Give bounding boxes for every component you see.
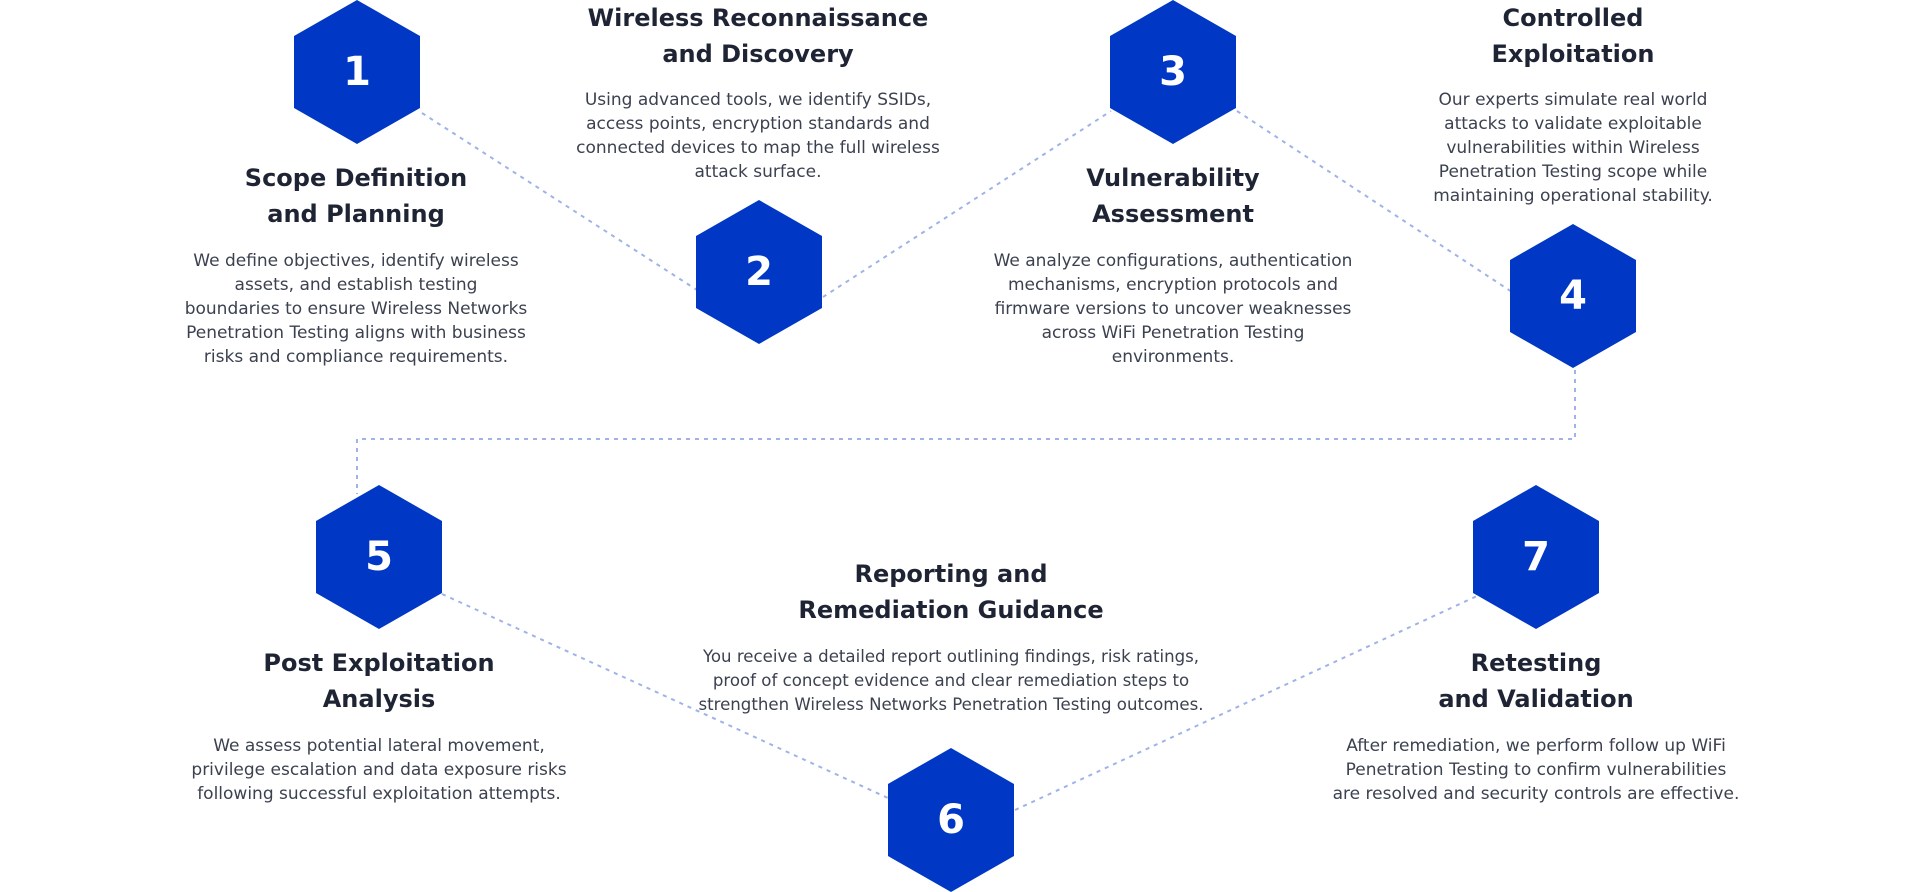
step-1-description-line: risks and compliance requirements.: [203, 347, 509, 367]
step-4-description-line: vulnerabilities within Wireless: [1446, 138, 1700, 158]
step-4-title: Controlled Exploitation: [1363, 0, 1783, 72]
step-1-title-line-2: and Planning: [267, 200, 445, 228]
step-4-title-line-2: Exploitation: [1491, 40, 1655, 68]
step-4-description: Our experts simulate real world attacks …: [1363, 88, 1783, 208]
connector-2-3: [822, 110, 1112, 298]
step-2-description-line: connected devices to map the full wirele…: [576, 138, 940, 158]
hexagon-shape: [316, 485, 442, 629]
step-3-description: We analyze configurations, authenticatio…: [963, 249, 1383, 369]
step-6-description: You receive a detailed report outlining …: [671, 645, 1231, 717]
step-1-description-line: boundaries to ensure Wireless Networks: [184, 299, 528, 319]
hexagon-shape: [1510, 224, 1636, 368]
connector-3-4: [1236, 110, 1513, 293]
step-1-title: Scope Definition and Planning: [146, 160, 566, 232]
step-4-hexagon: 4: [1510, 224, 1636, 368]
step-1-description-line: Penetration Testing aligns with business: [186, 323, 526, 343]
hexagon-shape: [1110, 0, 1236, 144]
step-6-number: 6: [937, 797, 965, 843]
step-5-hexagon: 5: [316, 485, 442, 629]
step-7-title-line-1: Retesting: [1470, 649, 1602, 677]
step-2-hexagon: 2: [696, 200, 822, 344]
step-5-description: We assess potential lateral movement, pr…: [169, 734, 589, 806]
step-2-title: Wireless Reconnaissance and Discovery: [548, 0, 968, 72]
step-4-title-line-1: Controlled: [1502, 4, 1644, 32]
step-7-description-line: are resolved and security controls are e…: [1332, 784, 1740, 804]
step-3-hexagon: 3: [1110, 0, 1236, 144]
connector-1-2: [421, 112, 698, 291]
step-7-description-line: Penetration Testing to confirm vulnerabi…: [1345, 760, 1727, 780]
step-5-number: 5: [365, 534, 393, 580]
step-3-description-line: firmware versions to uncover weaknesses: [994, 299, 1352, 319]
step-5-description-line: following successful exploitation attemp…: [197, 784, 561, 804]
step-1-hexagon: 1: [294, 0, 420, 144]
step-6-hexagon: 6: [888, 748, 1014, 892]
hexagon-shape: [696, 200, 822, 344]
step-4-description-line: Penetration Testing scope while: [1438, 162, 1708, 182]
step-4-number: 4: [1559, 273, 1587, 319]
connector-5-6: [441, 593, 889, 799]
hexagon-shape: [1473, 485, 1599, 629]
step-6-description-line: proof of concept evidence and clear reme…: [712, 671, 1190, 690]
step-3-number: 3: [1159, 49, 1187, 95]
step-3-description-line: mechanisms, encryption protocols and: [1007, 275, 1339, 295]
connector-6-7: [1014, 595, 1478, 811]
step-6-description-line: You receive a detailed report outlining …: [702, 647, 1200, 666]
step-6-title-line-1: Reporting and: [854, 560, 1048, 588]
step-3-title-line-1: Vulnerability: [1086, 164, 1260, 192]
step-3-title-line-2: Assessment: [1092, 200, 1254, 228]
step-7-description: After remediation, we perform follow up …: [1306, 734, 1766, 806]
step-3-description-line: We analyze configurations, authenticatio…: [993, 251, 1353, 271]
step-5-title-line-2: Analysis: [322, 685, 436, 713]
hexagon-shape: [294, 0, 420, 144]
step-3-title: Vulnerability Assessment: [963, 160, 1383, 232]
step-4-description-line: attacks to validate exploitable: [1444, 114, 1702, 134]
step-2-title-line-1: Wireless Reconnaissance: [587, 4, 929, 32]
step-1-number: 1: [343, 49, 371, 95]
step-5-description-line: privilege escalation and data exposure r…: [191, 760, 567, 780]
hexagon-shape: [888, 748, 1014, 892]
step-7-title: Retesting and Validation: [1326, 645, 1746, 717]
step-6-title: Reporting and Remediation Guidance: [741, 556, 1161, 628]
step-6-title-line-2: Remediation Guidance: [798, 596, 1104, 624]
step-7-title-line-2: and Validation: [1438, 685, 1634, 713]
step-2-description-line: access points, encryption standards and: [586, 114, 930, 134]
step-7-number: 7: [1522, 534, 1550, 580]
step-6-description-line: strengthen Wireless Networks Penetration…: [698, 695, 1204, 714]
step-3-description-line: across WiFi Penetration Testing: [1041, 323, 1305, 343]
step-3-description-line: environments.: [1111, 347, 1235, 367]
step-5-title-line-1: Post Exploitation: [263, 649, 495, 677]
step-1-description: We define objectives, identify wireless …: [146, 249, 566, 369]
step-4-description-line: maintaining operational stability.: [1433, 186, 1713, 206]
step-2-description-line: attack surface.: [694, 162, 822, 182]
connector-4-5: [356, 370, 1576, 494]
step-1-title-line-1: Scope Definition: [244, 164, 468, 192]
step-4-description-line: Our experts simulate real world: [1438, 90, 1708, 110]
step-1-description-line: assets, and establish testing: [234, 275, 478, 295]
step-7-description-line: After remediation, we perform follow up …: [1346, 736, 1726, 756]
step-2-description: Using advanced tools, we identify SSIDs,…: [548, 88, 968, 184]
step-1-description-line: We define objectives, identify wireless: [193, 251, 519, 271]
step-2-description-line: Using advanced tools, we identify SSIDs,: [584, 90, 932, 110]
step-5-description-line: We assess potential lateral movement,: [213, 736, 545, 756]
step-7-hexagon: 7: [1473, 485, 1599, 629]
step-2-title-line-2: and Discovery: [662, 40, 854, 68]
step-5-title: Post Exploitation Analysis: [169, 645, 589, 717]
step-2-number: 2: [745, 249, 773, 295]
